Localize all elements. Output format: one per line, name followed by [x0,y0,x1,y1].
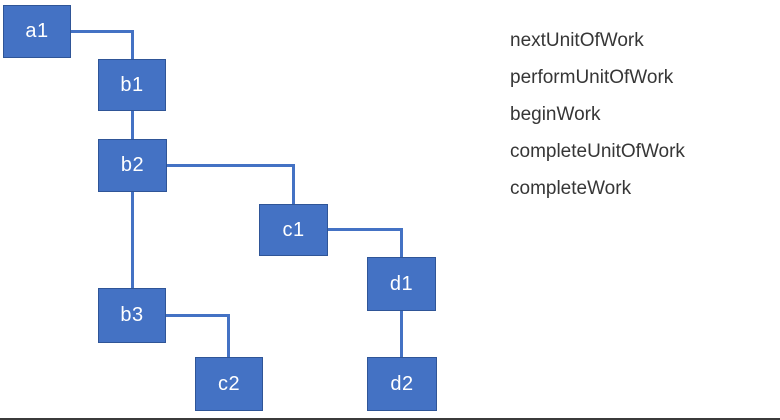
node-d2-label: d2 [390,372,414,395]
node-b3-label: b3 [120,304,144,326]
connector-b2-c1-horizontal [167,164,295,167]
node-c1: c1 [259,204,328,256]
function-list-item-complete-work: completeWork [510,178,632,199]
connector-d1-d2-vertical [400,311,403,357]
node-b1-label: b1 [120,73,144,96]
connector-c1-d1-horizontal [328,228,403,231]
function-list-item-complete-unit-of-work: completeUnitOfWork [510,141,685,162]
connector-b3-c2-horizontal [166,314,230,317]
connector-b3-c2-vertical [227,314,230,357]
node-b3: b3 [98,288,166,343]
connector-b1-b2-vertical [131,111,134,139]
function-list: nextUnitOfWork performUnitOfWork beginWo… [510,22,685,207]
node-c1-label: c1 [282,218,305,241]
node-b2: b2 [98,139,167,192]
function-list-item-begin-work: beginWork [510,104,601,125]
node-d1: d1 [367,257,436,311]
node-d2: d2 [367,357,437,411]
connector-b2-b3-vertical [131,192,134,288]
bottom-border-line [0,418,780,420]
function-list-item-perform-unit-of-work: performUnitOfWork [510,67,674,88]
connector-a1-b1-horizontal [71,30,134,33]
function-list-item-next-unit-of-work: nextUnitOfWork [510,30,644,51]
node-c2: c2 [195,357,263,411]
node-a1-label: a1 [25,20,49,42]
node-c2-label: c2 [217,372,241,395]
node-b1: b1 [98,59,166,111]
node-a1: a1 [3,5,71,58]
connector-b2-c1-vertical [292,164,295,204]
connector-a1-b1-vertical [131,30,134,59]
connector-c1-d1-vertical [400,228,403,257]
node-b2-label: b2 [120,154,145,176]
node-d1-label: d1 [389,272,414,295]
